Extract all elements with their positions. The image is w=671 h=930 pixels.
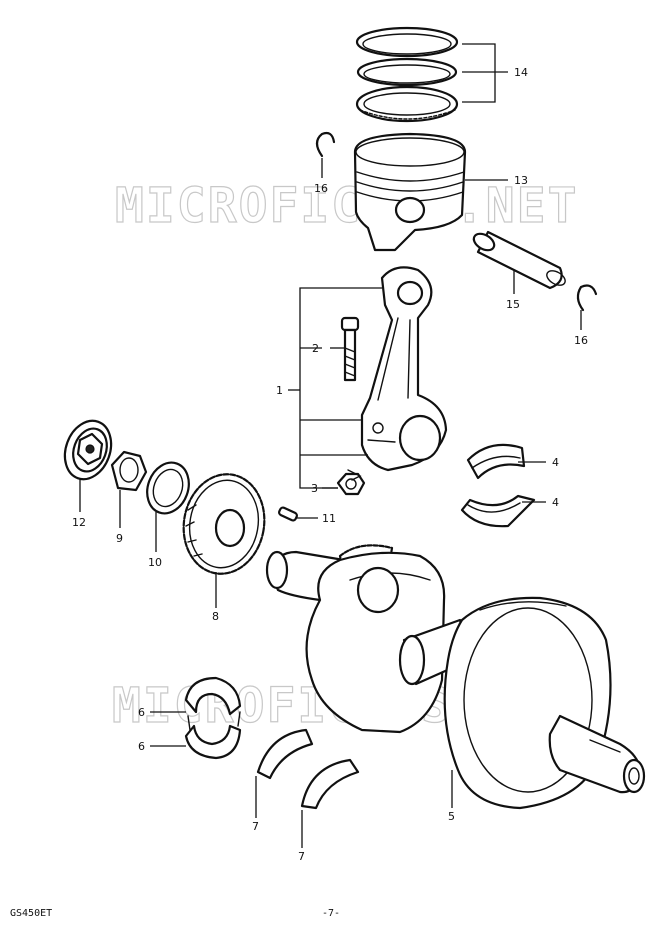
callout-12: 12 — [72, 516, 86, 529]
footer-page-number: -7- — [322, 908, 341, 919]
thrust-washer-left — [256, 728, 314, 780]
callout-9: 9 — [116, 532, 123, 545]
conrod-bolt — [340, 316, 360, 382]
callout-6-upper: 6 — [138, 706, 145, 719]
crankshaft-nut — [110, 450, 148, 492]
callout-6-lower: 6 — [138, 740, 145, 753]
piston — [353, 132, 467, 252]
piston-rings — [355, 26, 459, 123]
callout-5: 5 — [448, 810, 455, 823]
callout-1: 1 — [276, 384, 283, 397]
callout-16-left: 16 — [314, 182, 328, 195]
callout-13: 13 — [514, 174, 528, 187]
callout-4-upper: 4 — [552, 456, 559, 469]
callout-14: 14 — [514, 66, 528, 79]
crankshaft — [265, 544, 646, 810]
crankshaft-gear — [182, 473, 266, 575]
piston-pin — [472, 230, 566, 290]
crankpin-bearing-upper — [466, 443, 526, 480]
main-bearing-upper — [184, 676, 242, 716]
callout-11: 11 — [322, 512, 336, 525]
callout-4-lower: 4 — [552, 496, 559, 509]
thrust-washer-right — [300, 758, 360, 810]
primary-drive-gear-nut-outer — [63, 419, 113, 481]
callout-10: 10 — [148, 556, 162, 569]
callout-7-right: 7 — [298, 850, 305, 863]
callout-15: 15 — [506, 298, 520, 311]
footer-model-code: GS450ET — [10, 908, 53, 919]
callout-8: 8 — [212, 610, 219, 623]
callouts: 1 2 3 4 4 5 6 6 7 7 8 9 10 11 12 13 14 1… — [72, 66, 588, 863]
crankpin-bearing-lower — [460, 494, 536, 528]
callout-3: 3 — [311, 482, 318, 495]
connecting-rod — [360, 266, 448, 472]
callout-16-right: 16 — [574, 334, 588, 347]
crankshaft-washer — [146, 461, 190, 515]
leader-lines — [79, 43, 582, 848]
main-bearing-lower — [184, 711, 242, 760]
woodruff-key — [278, 506, 298, 522]
conrod-nut — [336, 469, 366, 496]
piston-pin-circlip-left — [315, 131, 336, 158]
callout-2: 2 — [312, 342, 319, 355]
watermark-top: MICROFICHES.NET — [115, 178, 578, 234]
callout-7-left: 7 — [252, 820, 259, 833]
piston-pin-circlip-right — [576, 284, 598, 312]
